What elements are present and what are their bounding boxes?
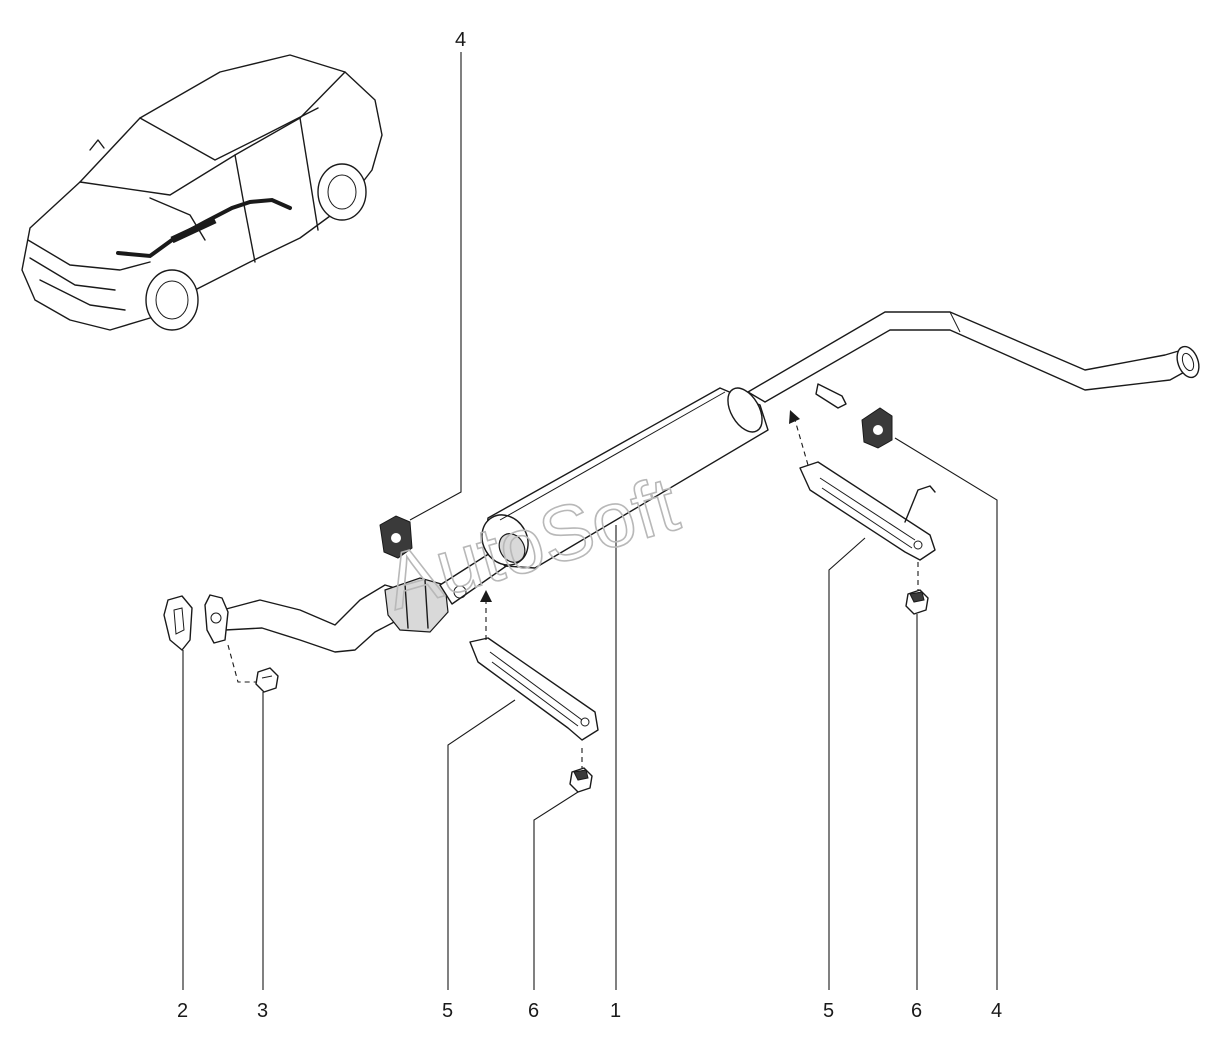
car-exhaust-highlight [116,197,292,259]
grommet-right [905,589,929,615]
front-pipe-flange [204,594,229,644]
callout-5-right: 5 [823,1000,834,1022]
callout-6-right: 6 [911,1000,922,1022]
callout-3: 3 [257,1000,268,1022]
tail-pipe [747,311,1189,403]
watermark-text: AutoSoft [375,459,687,626]
rubber-hanger-right [861,407,893,449]
front-exhaust-pipe [214,584,403,653]
callout-1: 1 [610,1000,621,1022]
callout-6-left: 6 [528,1000,539,1022]
exhaust-assembly [204,311,1200,653]
flange-nut [255,667,279,693]
catalytic-converter [384,577,449,633]
gasket [163,595,193,651]
callout-4-right: 4 [991,1000,1002,1022]
rubber-hanger-left [379,515,413,559]
leader-lines [182,52,998,990]
callout-labels: 4 2 3 5 6 1 5 6 4 [177,29,1002,1022]
heat-shield-bracket-right [799,461,936,561]
heat-shield-bracket-left [469,637,599,741]
car-overview [21,54,383,331]
callout-4-top: 4 [455,29,466,51]
assembly-guides [227,410,919,768]
callout-2: 2 [177,1000,188,1022]
callout-5-left: 5 [442,1000,453,1022]
grommet-left [569,767,593,793]
